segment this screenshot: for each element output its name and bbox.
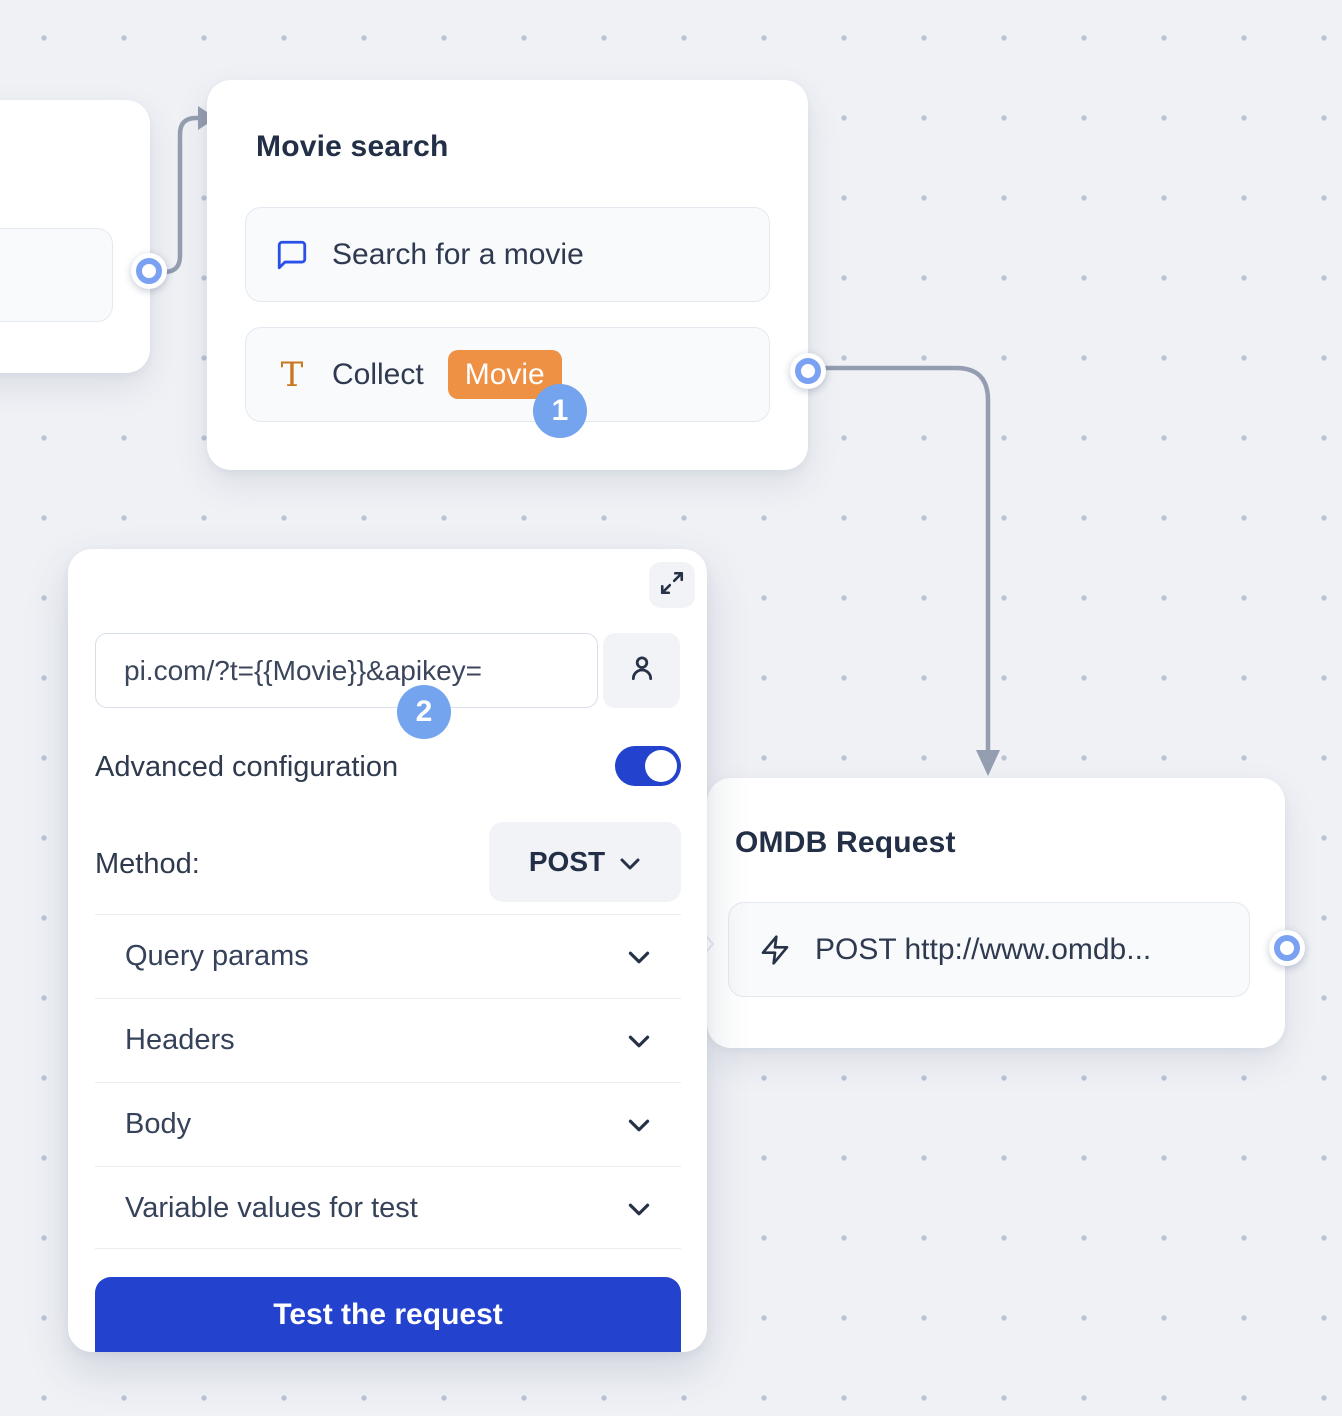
section-label: Body (125, 1107, 192, 1140)
chat-bubble-icon (274, 238, 310, 272)
arrowhead-down-icon (976, 750, 1000, 776)
node-title: Movie search (256, 130, 449, 163)
webhook-config-panel: Advanced configuration Method: POST Quer… (68, 549, 707, 1352)
chevron-down-icon (627, 940, 651, 973)
output-port-omdb[interactable] (1269, 930, 1305, 966)
maximize-icon (659, 570, 685, 601)
chevron-down-icon (627, 1192, 651, 1225)
insert-variable-button[interactable] (603, 633, 680, 708)
tutorial-step-badge-2: 2 (397, 685, 451, 739)
question-block-row[interactable]: Search for a movie (245, 207, 770, 302)
output-port-movie-search[interactable] (790, 353, 826, 389)
connector-movie-to-omdb (817, 365, 991, 755)
webhook-block-row[interactable]: POST http://www.omdb... (728, 902, 1250, 997)
partial-node-card[interactable] (0, 100, 150, 373)
port-ring-icon (1274, 935, 1300, 961)
test-request-button[interactable]: Test the request (95, 1277, 681, 1352)
port-ring-icon (795, 358, 821, 384)
collect-block-label: Collect (332, 357, 424, 391)
variable-chip-movie[interactable]: Movie (447, 349, 562, 400)
section-headers[interactable]: Headers (95, 999, 681, 1081)
user-icon (626, 652, 658, 689)
node-title: OMDB Request (735, 826, 956, 859)
divider (95, 1166, 681, 1167)
port-ring-icon (136, 258, 162, 284)
connector-left-to-movie (148, 115, 203, 275)
collect-block-row[interactable]: T Collect Movie (245, 327, 770, 422)
section-label: Headers (125, 1023, 235, 1056)
output-port-left-node[interactable] (131, 253, 167, 289)
advanced-configuration-toggle[interactable] (615, 746, 681, 786)
chevron-down-icon (619, 846, 641, 878)
expand-button[interactable] (649, 562, 695, 608)
webhook-url-input[interactable] (95, 633, 598, 708)
tutorial-step-badge-1: 1 (533, 384, 587, 438)
divider (95, 914, 681, 915)
section-query-params[interactable]: Query params (95, 915, 681, 997)
question-block-label: Search for a movie (332, 237, 584, 271)
divider (95, 1248, 681, 1249)
toggle-knob (645, 750, 677, 782)
section-variable-values[interactable]: Variable values for test (95, 1167, 681, 1249)
section-label: Query params (125, 939, 309, 972)
section-label: Variable values for test (125, 1191, 418, 1224)
method-value: POST (528, 846, 606, 877)
method-label: Method: (95, 848, 200, 880)
omdb-request-node[interactable]: OMDB Request POST http://www.omdb... (699, 778, 1285, 1048)
text-type-icon: T (280, 354, 304, 395)
webhook-block-label: POST http://www.omdb... (815, 932, 1152, 966)
section-body[interactable]: Body (95, 1083, 681, 1165)
chevron-down-icon (627, 1024, 651, 1057)
movie-search-node[interactable]: Movie search Search for a movie T Collec… (207, 80, 808, 470)
divider (95, 1082, 681, 1083)
advanced-configuration-label: Advanced configuration (95, 751, 399, 783)
lightning-icon (757, 934, 793, 966)
divider (95, 998, 681, 999)
method-select[interactable]: POST (489, 822, 681, 902)
partial-node-row[interactable] (0, 228, 113, 322)
chevron-down-icon (627, 1108, 651, 1141)
